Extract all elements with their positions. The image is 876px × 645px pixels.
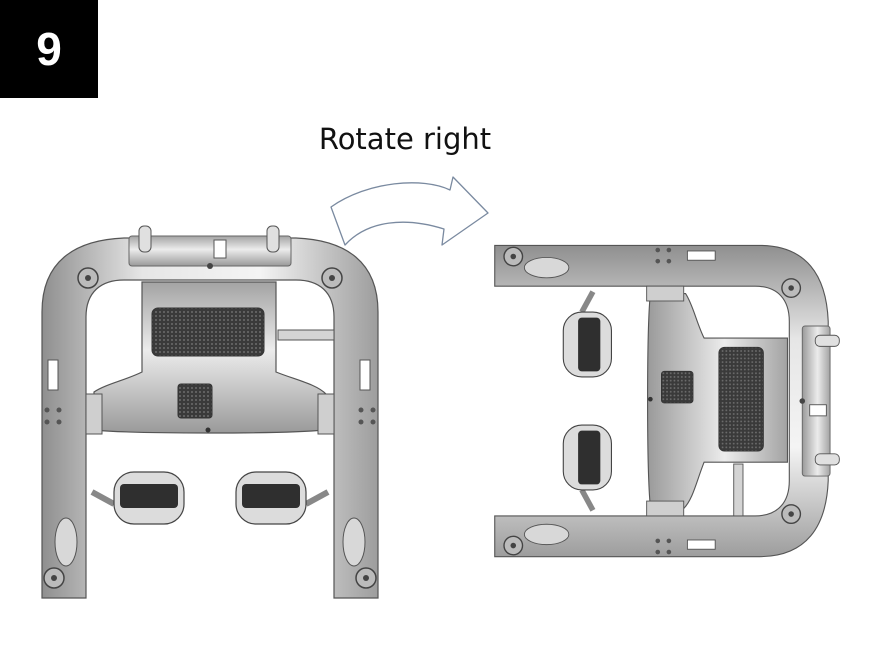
step-number: 9 [36,23,62,75]
seat-frame-after-rotation [494,244,840,558]
curved-arrow-right-icon [330,176,489,246]
step-number-badge: 9 [0,0,98,98]
seat-frame-before-rotation [41,225,379,599]
instruction-caption: Rotate right [318,122,492,156]
